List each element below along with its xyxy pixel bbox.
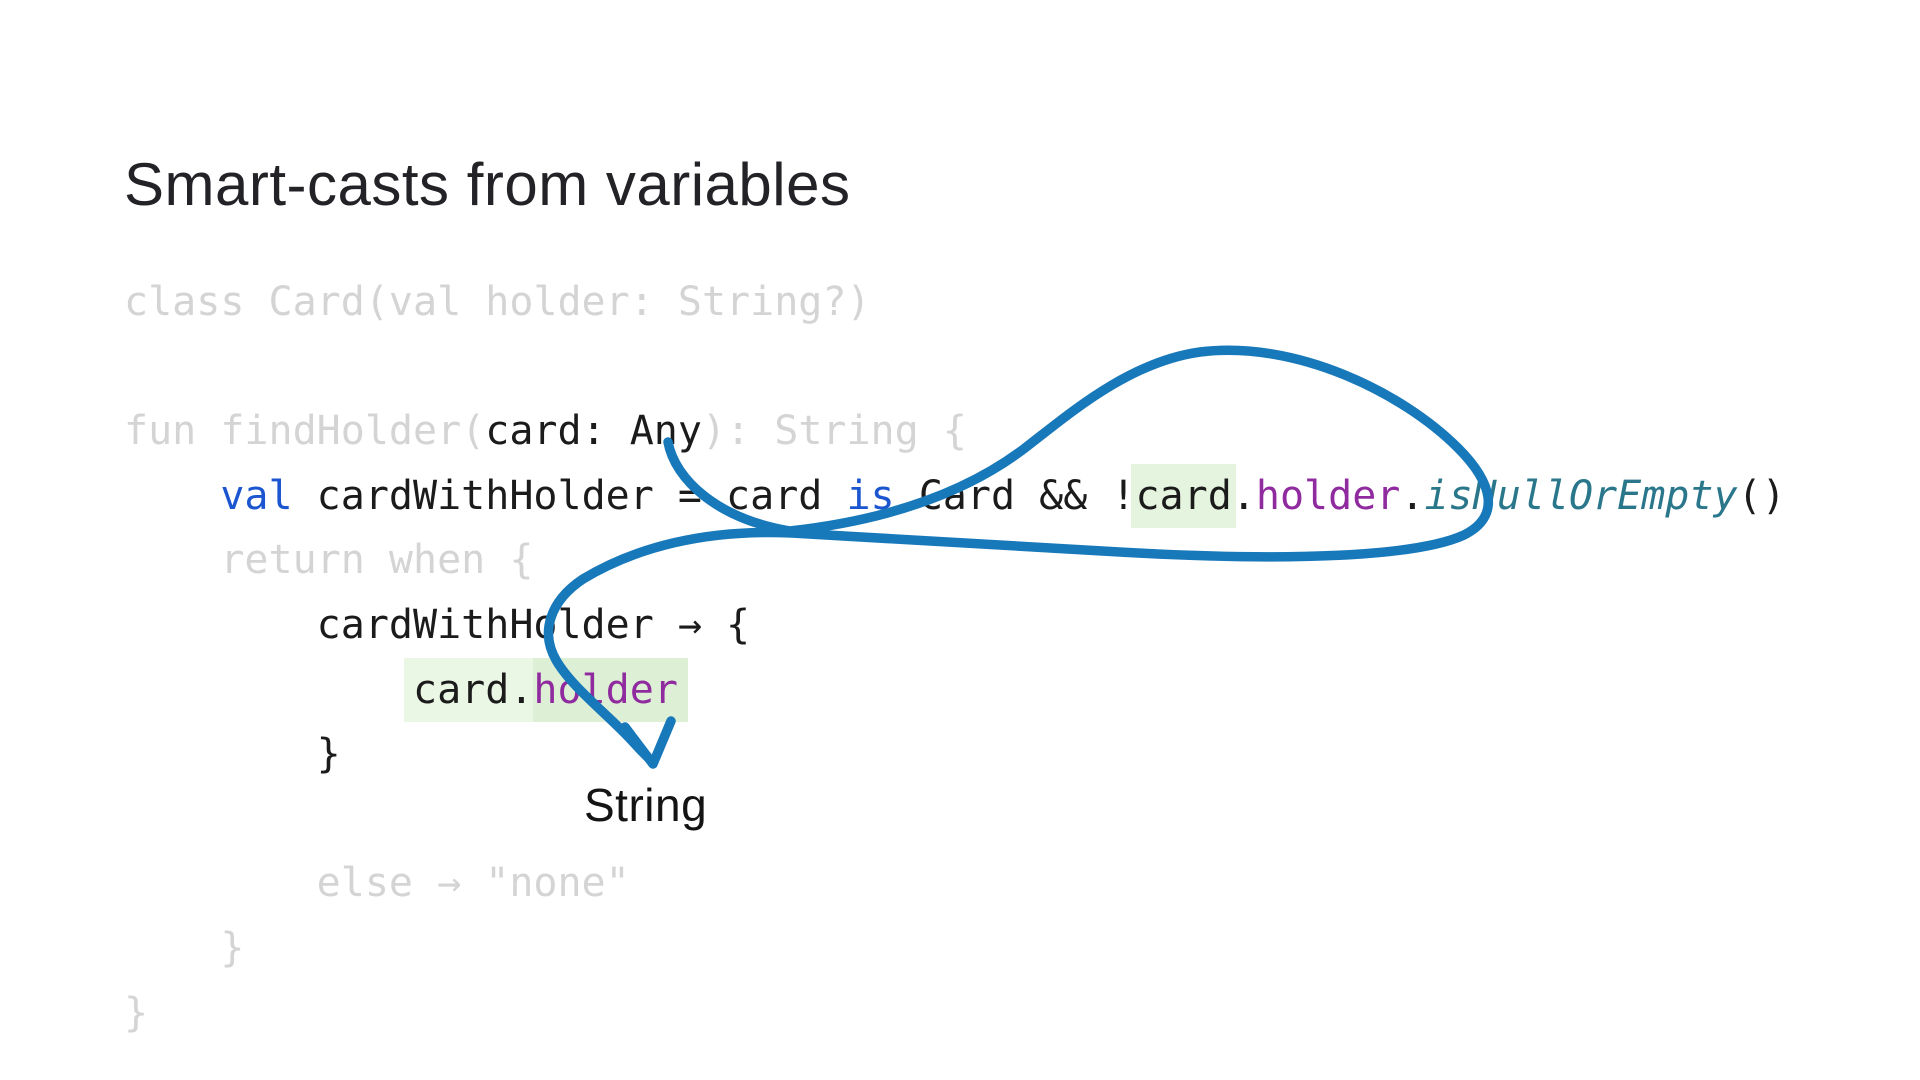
- code-token: (): [1737, 472, 1786, 519]
- code-token: .: [1231, 472, 1256, 519]
- code-line: card.holder: [124, 657, 1786, 723]
- code-line: else → "none": [124, 851, 1786, 916]
- code-token: .: [1400, 472, 1425, 519]
- code-token: ): String {: [701, 408, 967, 455]
- page-title: Smart-casts from variables: [124, 151, 851, 219]
- code-token: val: [220, 472, 293, 519]
- code-token: }: [124, 924, 245, 971]
- code-token: is: [846, 472, 895, 519]
- code-token: }: [124, 989, 149, 1036]
- code-line: [124, 787, 1786, 852]
- code-token: return when {: [124, 537, 534, 584]
- code-line: }: [124, 916, 1786, 981]
- code-line: [124, 335, 1786, 400]
- code-line: cardWithHolder → {: [124, 593, 1786, 658]
- code-token: fun findHolder(: [124, 408, 486, 455]
- code-line: class Card(val holder: String?): [124, 270, 1786, 335]
- code-token: }: [124, 731, 341, 778]
- code-line: return when {: [124, 528, 1786, 593]
- code-line: }: [124, 722, 1786, 787]
- code-block: class Card(val holder: String?) fun findH…: [124, 270, 1786, 1045]
- smartcast-result-label: String: [584, 779, 708, 831]
- code-token: [124, 473, 220, 519]
- code-token: cardWithHolder → {: [124, 601, 751, 648]
- code-token: else → "none": [124, 860, 630, 907]
- code-token: holder: [1255, 472, 1401, 519]
- code-token: Card && !: [894, 472, 1136, 519]
- code-line: }: [124, 981, 1786, 1046]
- code-token: card.: [403, 657, 534, 722]
- code-token: cardWithHolder = card: [292, 472, 847, 519]
- code-token: isNullOrEmpty: [1424, 472, 1738, 519]
- code-token: holder: [533, 657, 688, 722]
- code-token: card: Any: [485, 408, 702, 455]
- code-line: fun findHolder(card: Any): String {: [124, 399, 1786, 464]
- code-token: [124, 667, 413, 713]
- code-token: class Card(val holder: String?): [124, 279, 871, 325]
- code-line: val cardWithHolder = card is Card && !ca…: [124, 463, 1786, 529]
- code-token: card: [1131, 463, 1236, 528]
